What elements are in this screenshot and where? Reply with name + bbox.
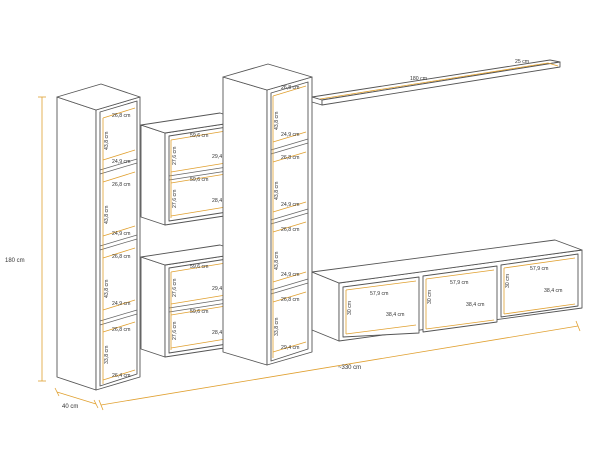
tv-comp3-width: 57,9 cm [530,266,548,272]
left-tower-width-6: 24,9 cm [112,301,130,307]
mid-tower-height-1: 43,8 cm [274,112,280,130]
lower-box-height-a: 27,6 cm [172,279,178,297]
upper-box-height-a: 27,6 cm [172,147,178,165]
lower-box-depth-b: 28,4 cm [212,330,230,336]
mid-tower-width-2: 24,9 cm [281,132,299,138]
left-tower-height-4: 33,8 cm [104,346,110,364]
tv-comp2-width: 57,9 cm [450,280,468,286]
mid-tower-width-8: 29,4 cm [281,345,299,351]
overall-depth-label: 40 cm [62,404,78,410]
mid-tower-width-7: 26,8 cm [281,297,299,303]
middle-tower: 26,8 cm 24,9 cm 26,8 cm 24,9 cm 26,8 cm … [222,63,313,366]
upper-box-top-width: 59,6 cm [190,133,208,139]
left-tower: 26,8 cm 24,9 cm 26,8 cm 24,9 cm 26,8 cm … [56,83,141,391]
left-tower-width-7: 26,8 cm [112,327,130,333]
overall-height-label: 180 cm [5,258,25,264]
top-shelf-depth: 25 cm [515,59,529,65]
tv-comp1-height: 30 cm [347,301,353,315]
overall-width-label: ~330 cm [338,365,361,371]
tv-unit: 57,9 cm 38,4 cm 30 cm 57,9 cm 38,4 cm 30… [311,239,583,342]
mid-tower-width-1: 26,8 cm [281,85,299,91]
left-tower-height-1: 43,8 cm [104,132,110,150]
upper-box-height-b: 27,6 cm [172,190,178,208]
lower-box-mid-width: 59,6 cm [190,309,208,315]
mid-tower-height-2: 43,8 cm [274,182,280,200]
left-tower-width-2: 24,9 cm [112,159,130,165]
mid-tower-width-3: 26,8 cm [281,155,299,161]
overall-height-dim: 180 cm [5,96,46,382]
mid-tower-width-4: 24,9 cm [281,202,299,208]
tv-comp3-height: 30 cm [505,274,511,288]
tv-comp2-depth: 38,4 cm [466,302,484,308]
lower-box-height-b: 27,6 cm [172,322,178,340]
overall-depth-dim: 40 cm [54,387,99,410]
left-tower-width-3: 26,8 cm [112,182,130,188]
left-tower-width-1: 26,8 cm [112,113,130,119]
top-shelf-length: 180 cm [410,76,427,82]
left-tower-width-4: 24,9 cm [112,231,130,237]
left-tower-height-2: 43,8 cm [104,206,110,224]
upper-box-depth-a: 29,4 cm [212,154,230,160]
tv-comp1-depth: 38,4 cm [386,312,404,318]
top-wall-shelf: 180 cm 25 cm [311,59,561,106]
upper-box-mid-width: 59,6 cm [190,177,208,183]
lower-box-top-width: 59,6 cm [190,264,208,270]
left-tower-width-5: 26,8 cm [112,254,130,260]
left-tower-height-3: 43,8 cm [104,280,110,298]
left-tower-width-8: 26,4 cm [112,373,130,379]
lower-box-depth-a: 29,4 cm [212,286,230,292]
tv-comp2-height: 30 cm [427,290,433,304]
tv-comp1-width: 57,9 cm [370,291,388,297]
overall-width-dim: ~330 cm [98,320,581,411]
upper-box-depth-b: 28,4 cm [212,198,230,204]
mid-tower-height-3: 43,8 cm [274,252,280,270]
mid-tower-height-4: 33,8 cm [274,318,280,336]
mid-tower-width-6: 24,9 cm [281,272,299,278]
mid-tower-width-5: 26,8 cm [281,227,299,233]
tv-comp3-depth: 38,4 cm [544,288,562,294]
